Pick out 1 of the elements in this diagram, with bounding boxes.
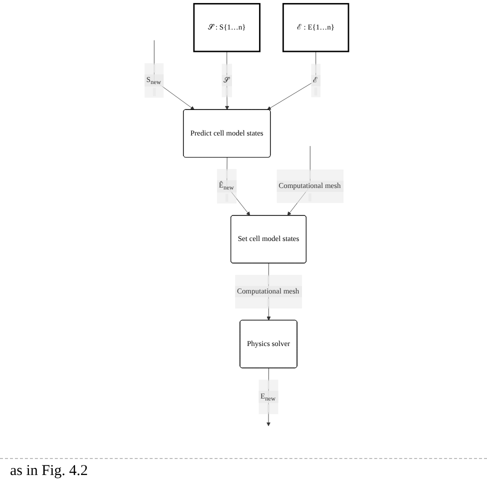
note-text: as in Fig. 4.2 — [10, 463, 88, 480]
